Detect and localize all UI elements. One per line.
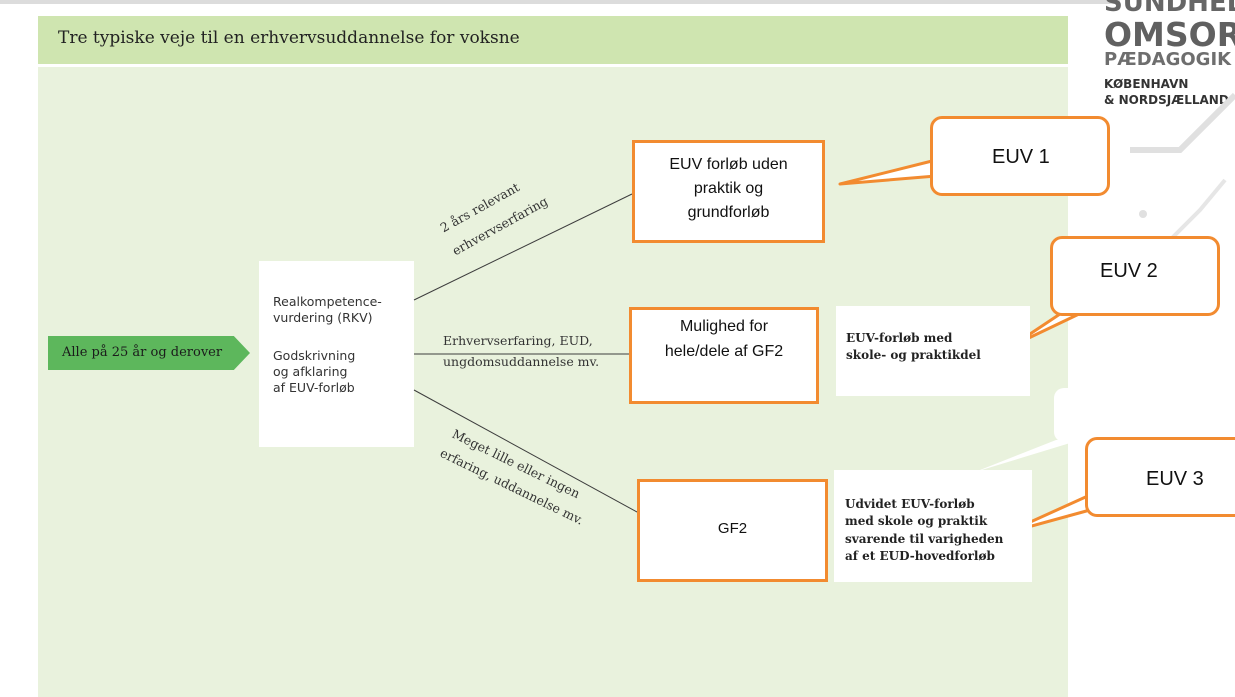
callout-euv2: [1050, 236, 1220, 316]
diagram-title: Tre typiske veje til en erhvervsuddannel…: [58, 28, 520, 48]
start-arrow: [48, 336, 250, 370]
logo-line-1: SUNDHED: [1104, 0, 1235, 18]
box-gf2-partial-line-2: hele/dele af GF2: [664, 343, 784, 360]
box-gf2-label: GF2: [717, 520, 748, 537]
box-euv-without-practice: [632, 140, 825, 243]
start-label: Alle på 25 år og derover: [62, 345, 223, 360]
header-bar: [38, 16, 1068, 64]
callout-pointer-1: [838, 158, 938, 186]
callout-euv1-label: EUV 1: [992, 146, 1050, 168]
rkv-line-4: og afklaring: [273, 364, 348, 379]
rkv-box: [259, 261, 414, 447]
rkv-line-2: vurdering (RKV): [273, 310, 373, 325]
rkv-line-1: Realkompetence-: [273, 294, 382, 309]
callout-euv3: [1085, 437, 1235, 517]
outcome-school-practice-box: [836, 306, 1030, 396]
outcome-extended-line-4: af et EUD-hovedforløb: [845, 549, 995, 563]
box-gf2: [637, 479, 828, 582]
top-rule: [0, 0, 1120, 4]
callout-euv3-label: EUV 3: [1146, 468, 1204, 490]
logo-line-4: KØBENHAVN: [1104, 77, 1189, 91]
callout-euv1: [930, 116, 1110, 196]
box-euv-without-practice-line-2: praktik og: [693, 180, 764, 197]
outcome-school-practice-line-1: EUV-forløb med: [846, 331, 953, 345]
outcome-extended-line-3: svarende til varigheden: [845, 532, 1004, 546]
outcome-extended-line-2: med skole og praktik: [845, 514, 988, 528]
connector-bottom: [413, 389, 638, 513]
connector-top: [413, 193, 633, 301]
box-gf2-partial: [629, 307, 819, 404]
callout-euv2-label: EUV 2: [1100, 260, 1158, 282]
outcome-school-practice-line-2: skole- og praktikdel: [846, 348, 981, 362]
logo-line-3: PÆDAGOGIK: [1104, 49, 1232, 70]
rkv-line-3: Godskrivning: [273, 348, 356, 363]
logo-line-2: OMSORG: [1104, 15, 1235, 54]
path-label-middle-2: ungdomsuddannelse mv.: [443, 354, 600, 369]
outcome-extended-box: [834, 470, 1032, 582]
rkv-line-5: af EUV-forløb: [273, 380, 355, 395]
box-euv-without-practice-line-1: EUV forløb uden: [669, 156, 788, 173]
path-label-middle-1: Erhvervserfaring, EUD,: [443, 333, 593, 348]
callout-blank: [1054, 388, 1094, 442]
box-gf2-partial-line-1: Mulighed for: [679, 318, 769, 335]
outcome-extended-line-1: Udvidet EUV-forløb: [845, 497, 975, 511]
callout-pointer-blank: [975, 440, 1080, 472]
box-euv-without-practice-line-3: grundforløb: [687, 204, 770, 221]
